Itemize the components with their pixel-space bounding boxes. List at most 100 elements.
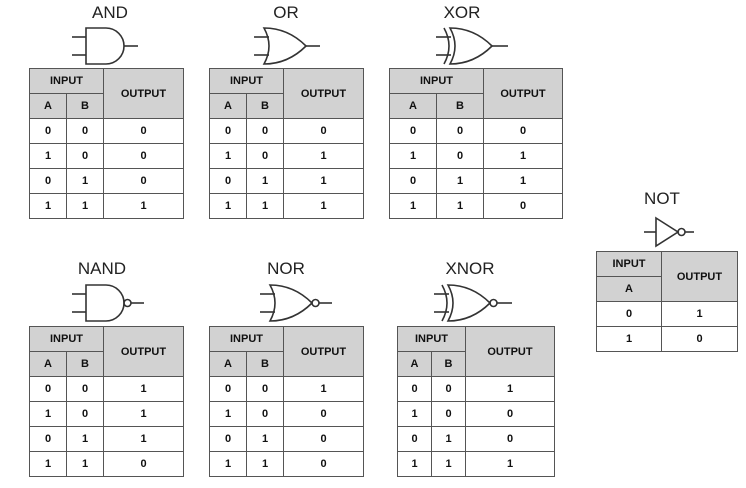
cell: 0	[389, 168, 437, 194]
cell: 0	[246, 401, 284, 427]
input-header: INPUT	[389, 68, 484, 94]
column-b-header: B	[246, 351, 284, 377]
cell: 0	[209, 168, 247, 194]
cell: 1	[283, 193, 364, 219]
output-header: OUTPUT	[465, 326, 555, 377]
cell: 1	[465, 376, 555, 402]
cell: 1	[246, 451, 284, 477]
and-gate-title: AND	[92, 3, 128, 22]
cell: 0	[66, 376, 104, 402]
cell: 0	[246, 118, 284, 144]
cell: 0	[103, 118, 184, 144]
cell: 0	[246, 376, 284, 402]
column-b-header: B	[246, 93, 284, 119]
cell: 0	[29, 376, 67, 402]
cell: 0	[596, 301, 662, 327]
cell: 0	[483, 193, 563, 219]
cell: 1	[283, 376, 364, 402]
nand-gate-title: NAND	[77, 259, 127, 278]
cell: 0	[209, 118, 247, 144]
output-header: OUTPUT	[483, 68, 563, 119]
cell: 0	[397, 426, 432, 452]
nor-gate-icon	[254, 281, 340, 325]
column-b-header: B	[66, 93, 104, 119]
output-header: OUTPUT	[283, 68, 364, 119]
cell: 0	[209, 376, 247, 402]
cell: 1	[209, 193, 247, 219]
cell: 1	[246, 193, 284, 219]
or-gate-title: OR	[273, 3, 299, 22]
input-header: INPUT	[29, 68, 104, 94]
cell: 1	[103, 376, 184, 402]
cell: 0	[283, 401, 364, 427]
column-a-header: A	[596, 276, 662, 302]
column-a-header: A	[209, 351, 247, 377]
cell: 0	[66, 401, 104, 427]
cell: 1	[103, 426, 184, 452]
cell: 0	[465, 426, 555, 452]
cell: 1	[29, 193, 67, 219]
xor-gate-icon	[432, 24, 516, 68]
cell: 1	[29, 401, 67, 427]
cell: 1	[283, 168, 364, 194]
not-gate-icon	[638, 212, 698, 252]
cell: 1	[66, 426, 104, 452]
output-header: OUTPUT	[103, 326, 184, 377]
cell: 0	[29, 118, 67, 144]
cell: 1	[389, 143, 437, 169]
column-a-header: A	[29, 351, 67, 377]
and-gate-icon	[66, 24, 146, 68]
cell: 0	[397, 376, 432, 402]
cell: 0	[483, 118, 563, 144]
output-header: OUTPUT	[661, 251, 738, 302]
column-a-header: A	[389, 93, 437, 119]
input-header: INPUT	[397, 326, 466, 352]
input-header: INPUT	[29, 326, 104, 352]
cell: 1	[246, 426, 284, 452]
cell: 1	[431, 426, 466, 452]
cell: 0	[436, 143, 484, 169]
output-header: OUTPUT	[103, 68, 184, 119]
output-header: OUTPUT	[283, 326, 364, 377]
column-a-header: A	[29, 93, 67, 119]
cell: 1	[431, 451, 466, 477]
cell: 0	[66, 143, 104, 169]
cell: 1	[436, 168, 484, 194]
cell: 1	[103, 193, 184, 219]
cell: 1	[66, 451, 104, 477]
cell: 0	[661, 326, 738, 352]
or-gate-icon	[248, 24, 328, 68]
cell: 1	[397, 401, 432, 427]
column-b-header: B	[431, 351, 466, 377]
cell: 0	[29, 168, 67, 194]
column-a-header: A	[209, 93, 247, 119]
nand-gate-icon	[66, 281, 152, 325]
cell: 1	[436, 193, 484, 219]
cell: 1	[209, 143, 247, 169]
xnor-gate-title: XNOR	[445, 259, 495, 278]
